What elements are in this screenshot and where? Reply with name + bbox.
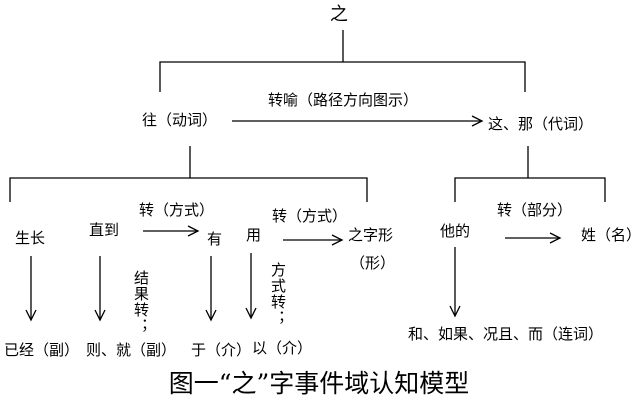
pronoun-node: 这、那（代词）: [488, 115, 594, 133]
zhi-shape-pos: （形）: [350, 254, 396, 272]
down-arrowhead-grow: [25, 309, 37, 322]
figure-caption: 图一“之”字事件域认知模型: [168, 369, 470, 398]
metonymy-arrowhead: [471, 115, 484, 127]
part-transfer-label: 转（部分）: [497, 201, 573, 219]
then-node: 则、就（副）: [86, 341, 177, 359]
pronoun-bracket: [454, 177, 606, 202]
its-node: 他的: [440, 222, 471, 240]
manner-label-2: 转（方式）: [272, 207, 348, 225]
zhi-shape-node: 之字形: [348, 226, 394, 244]
manner-transfer-label: 方式转；: [269, 262, 287, 326]
conjunctions-node: 和、如果、况且、而（连词）: [408, 325, 604, 343]
until-node: 直到: [89, 221, 120, 239]
verb-node: 往（动词）: [142, 111, 218, 129]
root-bracket: [159, 61, 526, 92]
metonymy-label: 转喻（路径方向图示）: [268, 91, 419, 109]
you-node: 有: [207, 230, 223, 248]
manner-arrowhead-2: [331, 234, 344, 246]
yu-node: 于（介）: [191, 341, 252, 359]
down-arrowhead-you: [205, 309, 217, 322]
result-transfer-label: 结果转；: [132, 270, 150, 334]
manner-arrowhead-1: [187, 225, 200, 237]
down-arrowhead-its: [449, 305, 461, 318]
grow-node: 生长: [15, 229, 46, 247]
part-arrowhead: [549, 232, 562, 244]
verb-bracket: [9, 177, 368, 202]
down-arrowhead-yong: [245, 307, 257, 320]
manner-label-1: 转（方式）: [139, 201, 215, 219]
down-arrowhead-until: [94, 309, 106, 322]
yong-node: 用: [246, 226, 262, 244]
name-node: 姓（名）: [581, 226, 638, 244]
root-node: 之: [330, 4, 348, 25]
yi-node: 以（介）: [252, 339, 313, 357]
already-node: 已经（副）: [4, 341, 80, 359]
